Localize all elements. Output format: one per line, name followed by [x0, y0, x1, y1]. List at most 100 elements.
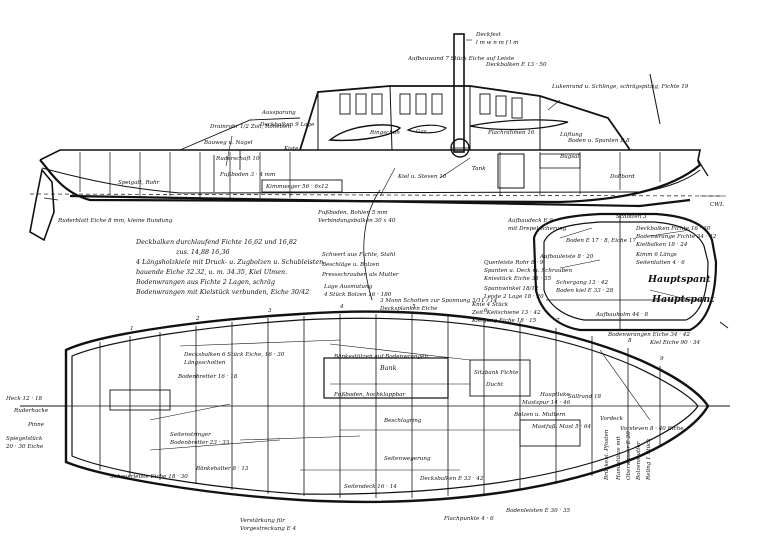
label-pipe: Speigatt, Rohr — [118, 180, 160, 186]
sec-strake: Spannwinkel 18/12 — [484, 286, 539, 292]
corner-note-1: Brückenl. Pfosten — [604, 429, 610, 481]
corner-note-4: Bolzenmutter — [636, 441, 642, 481]
sec-keel-b: Querleiste Rohr 8 · 9 — [484, 260, 544, 266]
sec-beam-top: Deckbalken Fichte 16 · 30 — [635, 226, 711, 232]
center-notes: Deckbalken durchlaufend Fichte 16,62 und… — [135, 210, 399, 296]
sec-step-b: Kielgang Eiche 18 · 15 — [471, 318, 537, 324]
plan-rail: Scheuerleiste Eiche 18 · 30 — [110, 474, 188, 480]
label-keel: Kiel u. Steven 10 — [397, 174, 447, 180]
label-coaming: Lukenrand u. Schlinge, schrägspitzig, Fi… — [551, 84, 689, 90]
sec-wales: Leiste 2 Lage 18 · 20 — [483, 294, 544, 300]
label-ruder: Ruderschaft 10 — [215, 156, 260, 162]
label-gas: Gas — [416, 129, 427, 135]
corner-note-5: Reling 1 Stück — [646, 438, 652, 481]
plan-mid-2: Längsschotten — [183, 360, 226, 366]
label-mast-spec: l m w n m f l m — [476, 40, 518, 46]
sec-garboard: Seitenlatten 4 · 6 — [636, 260, 685, 266]
plan-coamings: Süllrand 18 — [568, 394, 602, 400]
label-tank: Tank — [472, 166, 486, 172]
plan-sole: Fußboden, hochklappbar — [333, 392, 406, 398]
label-cabin-wall: Lüftung — [559, 132, 583, 138]
label-wood-spec-top: Aufbauwand 7 Stück Eiche auf Leiste — [407, 56, 515, 62]
corner-note-2: Handstütze mit — [616, 436, 622, 481]
plan-bottom-right-b: Flachpunkte 4 · 6 — [443, 516, 494, 522]
plan-thwart: Ducht — [485, 382, 504, 388]
plan-shelves: Seitenwegerung — [384, 456, 431, 462]
sec-step-a: Zeit. Keilschiene 13 · 42 — [471, 310, 541, 316]
label-kimm: Kimmweger 56 · 6x12 — [265, 184, 329, 190]
plan-beam-ring: Beschlagring — [383, 418, 422, 424]
note-line-2: zus. 14,88 16,36 — [175, 248, 229, 256]
frame-number-3: 3 — [268, 308, 272, 314]
plan-thwart-b: Vordeck — [600, 416, 624, 422]
label-sternpost: Flachrahmen 16 — [487, 130, 535, 136]
sec-deck-beam: Aufbaudeck E 9 — [507, 218, 553, 224]
label-rudder-blade: Ruderblatt Eiche 8 mm, kleine Rundung — [57, 218, 173, 224]
plan-stern-c: 20 · 30 Eiche — [5, 444, 44, 450]
plan-bottom-right-a: Bodenleisten E 30 · 35 — [505, 508, 571, 514]
label-drainage: Drainrohr 1/2 Zoll, Roheisen — [209, 124, 292, 130]
sec-ruderkoker: Aufbauholm 44 · 8 — [595, 312, 649, 318]
sec-plank-a: Spanten u. Deck m. Schrauben — [484, 268, 572, 274]
plan-labels: Heck 12 · 18 Spiegelstück 20 · 30 Eiche … — [5, 284, 684, 532]
note-joint-a: Schwert aus Fichte, Stahl — [322, 252, 395, 258]
label-mast-top: Deckfest — [475, 32, 502, 38]
plan-longitudinals: Seitenstringer — [170, 432, 211, 438]
sec-floor: Bodenwrangen Eiche 34 · 42 — [607, 332, 690, 338]
frame-number-2: 2 — [195, 316, 200, 322]
note-line-6: Bodenwrangen mit Kielstück verbunden, Ei… — [135, 288, 309, 296]
plan-bilge-boards: Bodenbretter 16 · 18 — [177, 374, 238, 380]
label-deck-wood: Deckbalken E 13 · 50 — [485, 62, 547, 68]
sec-bulkhead: Schotten 3 — [616, 214, 647, 220]
sec-plank-b: Kniestück Eiche 35 · 35 — [483, 276, 552, 282]
frame-number-7: 7 — [556, 318, 560, 324]
plan-mid-1: Decksbalken 6 Stück Eiche, 16 · 30 — [183, 352, 285, 358]
note-line-5: Bodenwrangen aus Fichte 2 Lagen, schräg — [135, 278, 275, 286]
sec-keel-bottom: Kiel Eiche 90 · 34 — [649, 340, 701, 346]
note-joint-c: Pressschrauben als Mutter — [321, 272, 399, 278]
plan-cabin: Sitzbank Fichte — [474, 370, 519, 376]
plan-bolts: Bolzen u. Muttern — [513, 412, 566, 418]
sec-bulk-spec: Boden E 17 · 8, Eiche 17 — [565, 238, 636, 244]
plan-stem-a: Vorsteven 8 · 40 Eiche — [620, 426, 684, 432]
plan-mid-3: 3 Mann Schotten zur Spannung 3/11 / 14 — [380, 298, 498, 304]
plan-stern-a: Heck 12 · 18 — [5, 396, 43, 402]
plan-note-bottom-b: Vorgestreckung E 4 — [240, 526, 297, 532]
note-joint-b: Beschläge u. Bolzen — [321, 262, 380, 268]
note-line-1: Deckbalken durchlaufend Fichte 16,62 und… — [135, 238, 297, 246]
plan-bank: Bank — [379, 364, 397, 372]
label-deck-beam: Deckbalken 9 Lage — [259, 122, 315, 128]
plan-stern-b: Spiegelstück — [6, 436, 43, 442]
corner-note-3: Oberwasser E 20 — [626, 431, 632, 480]
plan-tank-tops: Bänkehalter 8 · 13 — [195, 466, 249, 472]
sec-bilge: Kimm 6 Längs — [635, 252, 677, 258]
note-fitting: Fußboden, Bohlen 5 mm — [317, 210, 388, 216]
midship-section — [532, 212, 729, 332]
section-labels: Aufbaudeck E 9 mit Drepelsicherung Schot… — [471, 214, 717, 346]
plan-lodge: Bodenbretter 23 · 33 — [169, 440, 230, 446]
sec-sheer: Schergang 13 · 42 — [556, 280, 608, 286]
label-frames-wood: Boden u. Spanten E 8 — [567, 138, 630, 144]
frame-number-9: 9 — [660, 356, 664, 362]
sec-frame-b: Kielbalken 18 · 24 — [635, 242, 688, 248]
plan-step-nut: Mastspur 14 · 46 — [521, 400, 571, 406]
plan-rudder-port: Ruderhacke — [13, 408, 49, 414]
plan-hatch: Hauptluke — [539, 392, 570, 398]
sec-deck-spec: mit Drepelsicherung — [508, 226, 567, 232]
plan-bench-beams: Bänkestützen auf Bodenwrangen — [333, 354, 428, 360]
profile-view — [29, 33, 726, 301]
frame-number-8: 8 — [628, 338, 632, 344]
frame-number-5: 5 — [412, 304, 416, 310]
label-flange: Fußboden 3 · 4 mm — [219, 172, 275, 178]
label-opening: Aussparung — [261, 110, 296, 116]
label-kiste: Kiste — [283, 146, 299, 152]
sec-frame-a: Bodenwrange Fichte 34 · 42 — [635, 234, 717, 240]
plan-deckline: Decksplanken Eiche — [379, 306, 438, 312]
sec-topside: Boden kiel E 33 · 28 — [555, 288, 614, 294]
sec-bilge-spec: Knie 4 Stück — [471, 302, 509, 308]
note-line-4: bauende Eiche 32.32, u. m. 34.35, Kiel U… — [136, 268, 287, 276]
frame-number-6: 6 — [484, 308, 488, 314]
page-label: Hauptspant — [647, 274, 711, 285]
label-cwl: CWL — [710, 202, 724, 208]
